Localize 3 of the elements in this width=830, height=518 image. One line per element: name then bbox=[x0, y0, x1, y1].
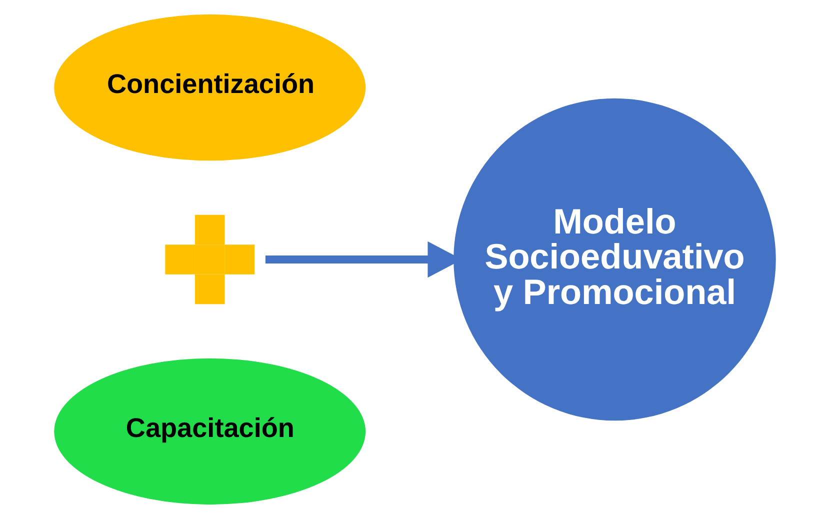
node-circle: Modelo Socioeduvativo y Promocional bbox=[454, 98, 776, 420]
node-ellipse: Capacitación bbox=[54, 358, 366, 504]
node-ellipse: Concientización bbox=[54, 14, 366, 160]
